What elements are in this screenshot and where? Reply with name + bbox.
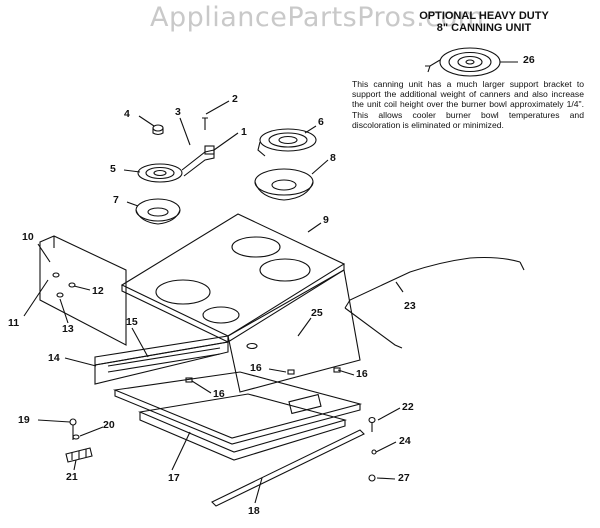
screw-part-2: [202, 117, 208, 130]
callout-3: 3: [175, 106, 181, 118]
callout-16-left: 16: [213, 388, 225, 400]
callout-1: 1: [241, 126, 247, 138]
bottom-tray: [112, 371, 363, 461]
callout-2: 2: [232, 93, 238, 105]
callout-16-center: 16: [250, 362, 262, 374]
callout-12: 12: [92, 285, 104, 297]
optional-unit-title: OPTIONAL HEAVY DUTY 8" CANNING UNIT: [404, 10, 564, 34]
callout-23: 23: [404, 300, 416, 312]
callout-21: 21: [66, 471, 78, 483]
support-rod: [344, 256, 525, 349]
callout-26: 26: [523, 54, 535, 66]
callout-19: 19: [18, 414, 30, 426]
callout-16-right: 16: [356, 368, 368, 380]
callout-11: 11: [8, 317, 20, 329]
optional-unit-title-line1: OPTIONAL HEAVY DUTY: [419, 10, 549, 22]
hardware-parts: [65, 367, 377, 482]
callout-14: 14: [48, 352, 60, 364]
canning-unit-illustration: [425, 47, 518, 77]
callout-24: 24: [399, 435, 411, 447]
callout-5: 5: [110, 163, 116, 175]
front-rail: [94, 335, 229, 385]
side-panel: [39, 235, 127, 346]
small-drip-bowl: [135, 198, 181, 225]
leader-lines: [23, 100, 404, 504]
callout-18: 18: [248, 505, 260, 517]
callout-22: 22: [402, 401, 414, 413]
callout-6: 6: [318, 116, 324, 128]
callout-13: 13: [62, 323, 74, 335]
callout-25: 25: [311, 307, 323, 319]
callout-8: 8: [330, 152, 336, 164]
canning-unit-note: This canning unit has a much larger supp…: [352, 79, 584, 130]
large-drip-bowl: [254, 168, 314, 201]
callout-9: 9: [323, 214, 329, 226]
callout-15: 15: [126, 316, 138, 328]
bottom-rail: [211, 429, 365, 507]
small-surface-element: [137, 145, 215, 183]
callout-7: 7: [113, 194, 119, 206]
cooktop-panel: [120, 213, 346, 343]
knob-part-4: [152, 124, 164, 136]
callout-4: 4: [124, 108, 130, 120]
watermark: AppliancePartsPros.com: [150, 2, 485, 33]
callout-10: 10: [22, 231, 34, 243]
callout-27: 27: [398, 472, 410, 484]
callout-20: 20: [103, 419, 115, 431]
rear-panel: [227, 269, 361, 393]
large-surface-element: [257, 128, 317, 157]
callout-17: 17: [168, 472, 180, 484]
optional-unit-title-line2: 8" CANNING UNIT: [436, 22, 532, 34]
